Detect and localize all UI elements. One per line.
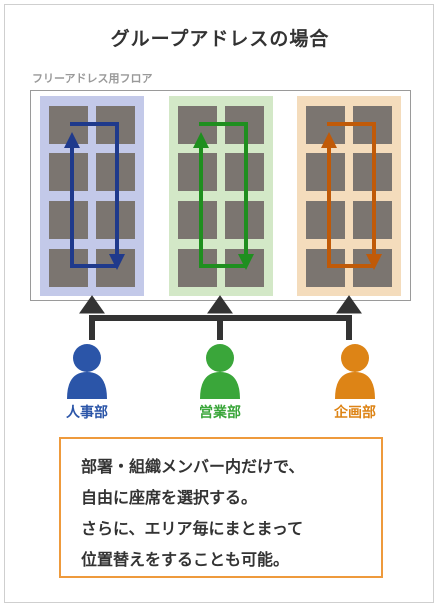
team-label-kikaku: 企画部 <box>334 405 376 421</box>
team-label-eigyo: 営業部 <box>199 405 241 421</box>
desk-seat <box>178 201 217 239</box>
desk-seat <box>49 201 88 239</box>
desk-seat <box>49 153 88 191</box>
rotation-arrow-jinji-c <box>64 132 117 268</box>
explanation-line-4: 位置替えをすることも可能。 <box>81 550 290 569</box>
explanation-line-2: 自由に座席を選択する。 <box>81 488 258 507</box>
up-arrowhead-right <box>336 295 362 314</box>
up-arrowhead-center <box>207 295 233 314</box>
desk-seat <box>178 153 217 191</box>
person-icon-jinji <box>67 344 107 399</box>
rotation-arrow-kikaku-c <box>321 132 374 268</box>
rotation-arrow-eigyo-c <box>193 132 246 268</box>
zone-eigyo <box>169 96 273 296</box>
figure-frame <box>4 4 434 603</box>
team-label-jinji: 人事部 <box>66 405 108 421</box>
floor-label: フリーアドレス用フロア <box>32 72 153 85</box>
desk-seat <box>306 201 345 239</box>
diagram-title: グループアドレスの場合 <box>110 28 330 50</box>
team-connector <box>79 295 362 340</box>
rotation-arrow-kikaku-b <box>327 122 382 270</box>
explanation-line-1: 部署・組織メンバー内だけで、 <box>81 457 305 476</box>
person-icon-eigyo <box>200 344 240 399</box>
desk-seat <box>306 153 345 191</box>
rotation-arrow-eigyo-b <box>199 122 254 270</box>
person-icon-kikaku <box>335 344 375 399</box>
up-arrowhead-left <box>79 295 105 314</box>
explanation-box: 部署・組織メンバー内だけで、 自由に座席を選択する。 さらに、エリア毎にまとまっ… <box>59 437 383 578</box>
explanation-line-3: さらに、エリア毎にまとまって <box>81 519 304 538</box>
rotation-arrow-jinji-b <box>70 122 125 270</box>
